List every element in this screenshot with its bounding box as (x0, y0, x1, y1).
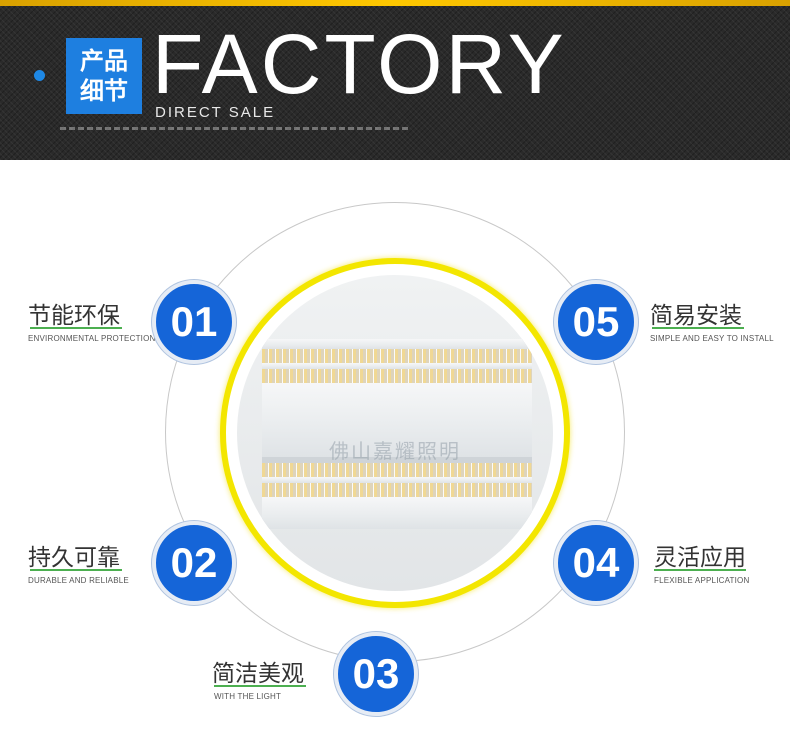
led-strip (262, 463, 532, 477)
led-strip (262, 483, 532, 497)
feature-subtitle-03: WITH THE LIGHT (214, 692, 282, 701)
feature-subtitle-02: DURABLE AND RELIABLE (28, 576, 129, 585)
top-accent-line (0, 0, 790, 6)
product-photo: 佛山嘉耀照明 (237, 275, 553, 591)
feature-subtitle-05: SIMPLE AND EASY TO INSTALL (650, 334, 774, 343)
feature-number-05: 05 (554, 280, 638, 364)
feature-underline-03 (214, 685, 306, 687)
feature-number-01: 01 (152, 280, 236, 364)
header-banner: 产品 细节 FACTORY DIRECT SALE (0, 0, 790, 160)
feature-underline-05 (652, 327, 744, 329)
feature-underline-01 (30, 327, 122, 329)
feature-subtitle-04: FLEXIBLE APPLICATION (654, 576, 750, 585)
bullet-dot-icon (34, 70, 45, 81)
badge-line-1: 产品 (80, 47, 128, 75)
decorative-fine-print-line (60, 127, 410, 130)
feature-title-04: 灵活应用 (654, 545, 746, 571)
feature-number-02: 02 (152, 521, 236, 605)
led-strip (262, 369, 532, 383)
feature-title-03: 简洁美观 (212, 661, 304, 687)
badge-line-2: 细节 (80, 77, 128, 105)
led-panel-image (262, 339, 532, 529)
product-details-badge: 产品 细节 (66, 38, 142, 114)
feature-title-05: 简易安装 (650, 303, 742, 329)
feature-subtitle-01: ENVIRONMENTAL PROTECTION (28, 334, 156, 343)
feature-title-02: 持久可靠 (28, 545, 120, 571)
feature-underline-02 (30, 569, 122, 571)
watermark-text: 佛山嘉耀照明 (329, 439, 461, 463)
banner-title: FACTORY (152, 17, 567, 111)
feature-number-04: 04 (554, 521, 638, 605)
feature-number-03: 03 (334, 632, 418, 716)
banner-subtitle: DIRECT SALE (155, 104, 276, 121)
feature-title-01: 节能环保 (28, 303, 120, 329)
diffuser-lens (262, 383, 532, 457)
led-strip (262, 349, 532, 363)
feature-underline-04 (654, 569, 746, 571)
